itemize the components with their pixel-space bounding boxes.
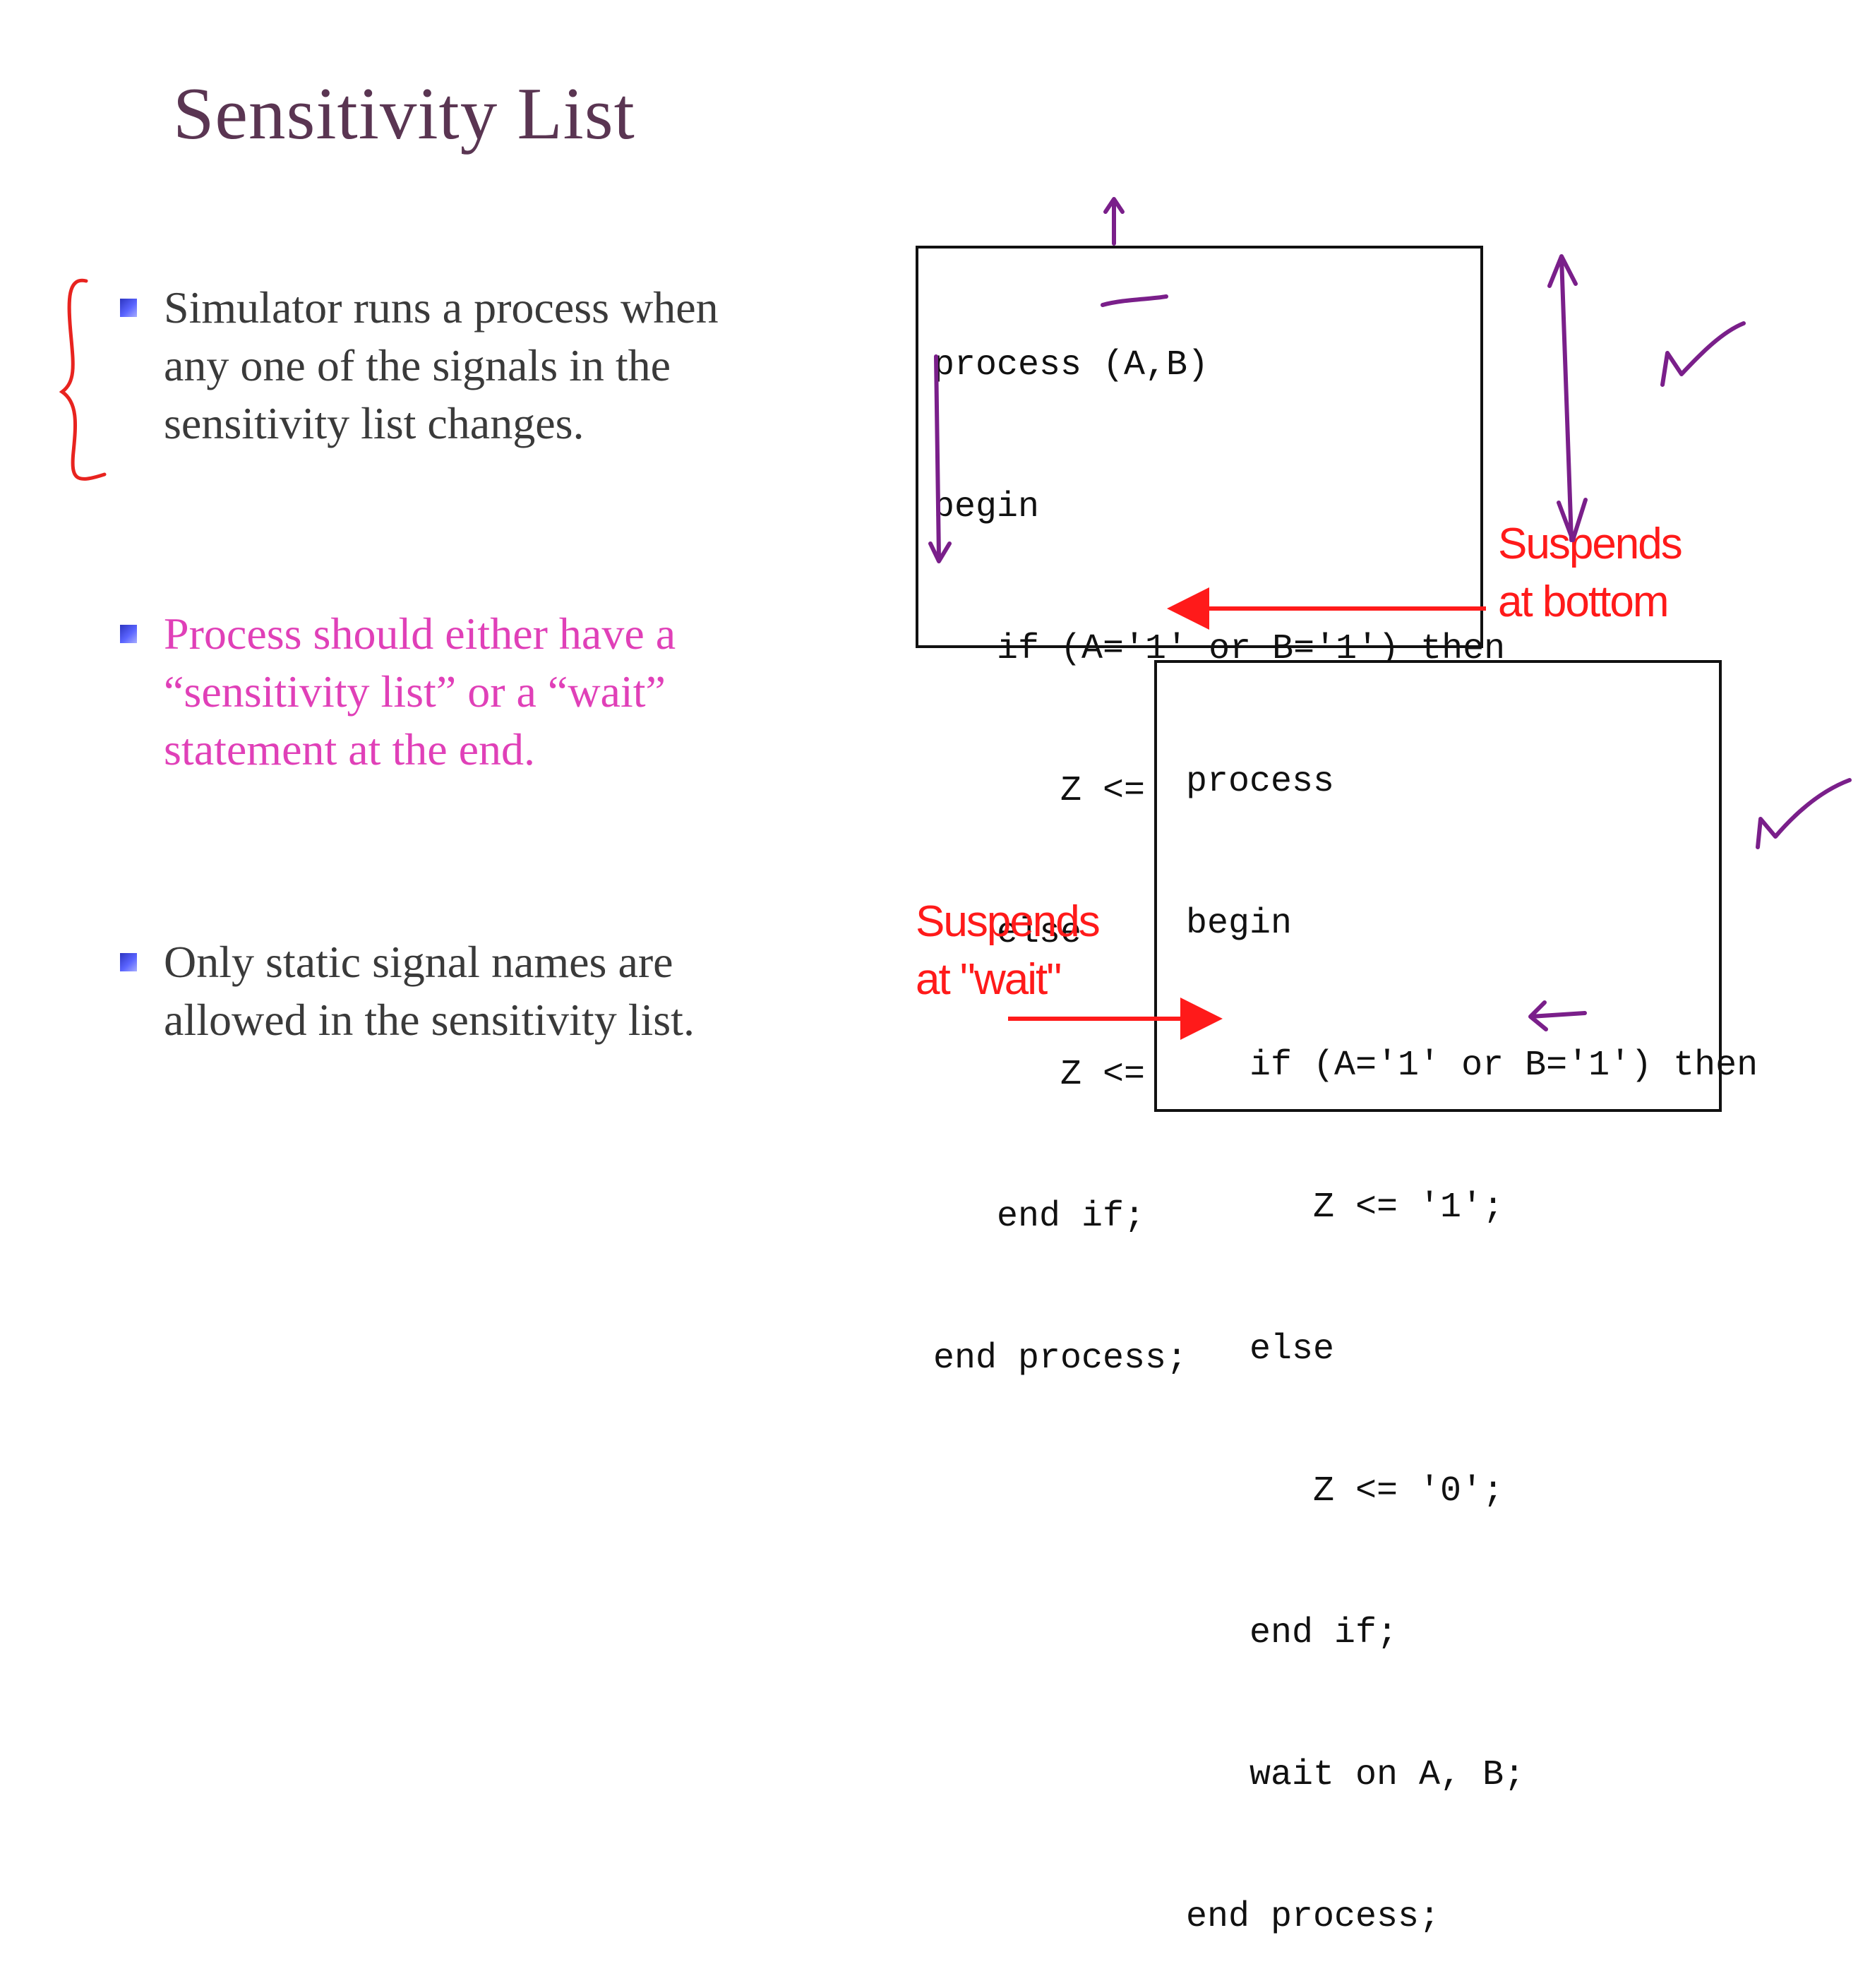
code-line: Z <= '1'; [1186, 1187, 1504, 1228]
bullet-2-line-3: statement at the end. [164, 724, 536, 774]
note-line: at bottom [1498, 577, 1669, 626]
bullet-2-text: Process should either have a “sensitivit… [164, 605, 676, 779]
code-box-wait-statement [1154, 660, 1722, 1112]
code-line: wait on A, B; [1186, 1755, 1526, 1795]
code-line: begin [933, 487, 1040, 527]
note-line: Suspends [1498, 520, 1683, 568]
code-line: end process; [1186, 1897, 1441, 1937]
bullet-2-line-2: “sensitivity list” or a “wait” [164, 666, 666, 717]
code-line: if (A='1' or B='1') then [1186, 1046, 1758, 1086]
bullet-1-text: Simulator runs a process when any one of… [164, 279, 719, 453]
bullet-3-line-2: allowed in the sensitivity list. [164, 995, 695, 1045]
brace-icon [59, 278, 107, 481]
note-suspends-at-bottom: Suspends at bottom [1498, 515, 1683, 631]
checkmark-icon [1756, 778, 1852, 849]
code-box-sensitivity-list [916, 246, 1483, 648]
code-block-wait-statement: process begin if (A='1' or B='1') then Z… [1186, 664, 1758, 1988]
bullet-1-line-3: sensitivity list changes. [164, 398, 585, 448]
bullet-square-icon [120, 299, 137, 317]
code-line: else [933, 913, 1082, 953]
bullet-3-line-1: Only static signal names are [164, 937, 673, 987]
code-line: process (A,B) [933, 345, 1209, 385]
double-arrow-icon [1547, 254, 1588, 542]
code-line: Z <= '0'; [1186, 1471, 1504, 1511]
bullet-square-icon [120, 625, 137, 643]
bullet-1-line-1: Simulator runs a process when [164, 282, 719, 333]
code-line: begin [1186, 904, 1293, 944]
bullet-1-line-2: any one of the signals in the [164, 340, 671, 390]
code-line: process [1186, 762, 1335, 802]
arrow-up-icon [1103, 197, 1125, 246]
code-line: end if; [1186, 1613, 1398, 1653]
checkmark-icon [1660, 321, 1746, 387]
code-line: else [1186, 1329, 1335, 1370]
bullet-square-icon [120, 953, 137, 971]
note-suspends-at-wait: Suspends at "wait" [916, 893, 1101, 1009]
slide-title: Sensitivity List [173, 72, 635, 155]
bullet-3-text: Only static signal names are allowed in … [164, 933, 695, 1049]
note-line: Suspends [916, 897, 1101, 946]
note-line: at "wait" [916, 955, 1062, 1004]
bullet-2-line-1: Process should either have a [164, 609, 676, 659]
